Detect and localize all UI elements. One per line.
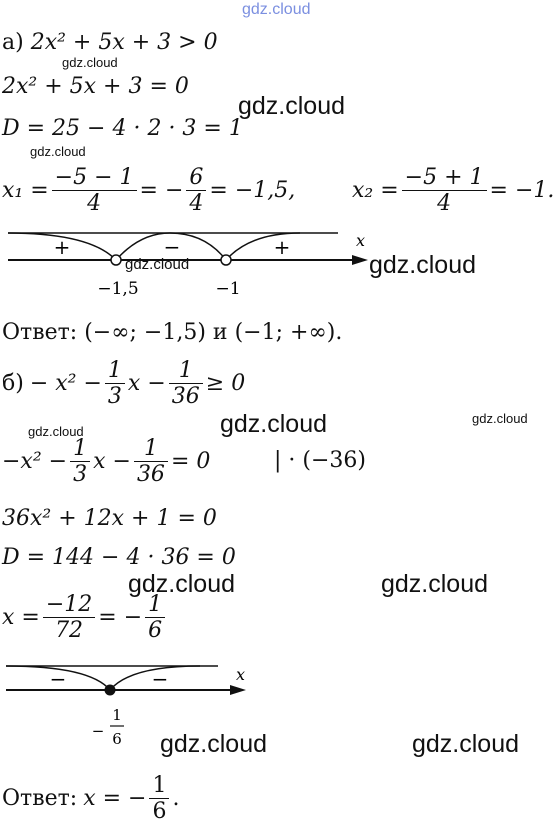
eq-frac-2: 1 36 xyxy=(133,435,168,487)
answer-num: 1 xyxy=(152,772,167,798)
frac1-den: 3 xyxy=(104,382,125,409)
part-b-label: б) xyxy=(2,370,24,396)
answer-lhs: x = − xyxy=(83,785,147,811)
x1-numerator-2: 6 xyxy=(189,164,204,190)
part-a-x2: x₂ = −5 + 1 4 = −1. xyxy=(352,160,554,220)
watermark: gdz.cloud xyxy=(381,570,489,598)
watermark: gdz.cloud xyxy=(472,411,528,426)
x1-result: = −1,5, xyxy=(209,177,296,203)
x1-fraction-2: 6 4 xyxy=(186,164,207,216)
axis-arrow-icon xyxy=(352,255,368,265)
part-b-equation: −x² − 1 3 x − 1 36 = 0 xyxy=(2,428,210,494)
part-b-discriminant: D = 144 − 4 · 36 = 0 xyxy=(2,545,236,570)
eq-mid: x − xyxy=(93,448,131,474)
x1-mid: = − xyxy=(139,177,184,203)
frac2-num: 1 xyxy=(178,357,193,383)
arc-right xyxy=(225,232,301,261)
eq-frac1-num: 1 xyxy=(73,435,88,461)
arc-left xyxy=(7,232,117,261)
sign-2: − xyxy=(152,667,169,691)
ineq-mid: x − xyxy=(127,370,166,396)
top-watermark: gdz.cloud xyxy=(242,1,311,18)
x1-numerator: −5 − 1 xyxy=(54,164,134,190)
point-label-2: −1 xyxy=(215,279,240,299)
part-b-inequality: б) − x² − 1 3 x − 1 36 ≥ 0 xyxy=(2,350,245,416)
watermark: gdz.cloud xyxy=(238,92,346,120)
root-frac-2: 1 6 xyxy=(145,591,166,643)
ineq-frac-2: 1 36 xyxy=(168,357,203,409)
point-num: 1 xyxy=(112,706,122,724)
watermark: gdz.cloud xyxy=(128,570,236,598)
x1-denominator: 4 xyxy=(51,189,137,216)
eq-frac-1: 1 3 xyxy=(70,435,91,487)
arc-left xyxy=(5,665,111,691)
frac1-num: 1 xyxy=(107,357,122,383)
answer-prefix: Ответ: xyxy=(2,785,78,811)
part-b-number-line: − − x − 1 6 xyxy=(5,665,246,748)
point-sign: − xyxy=(92,722,105,740)
root-num-2: 1 xyxy=(148,591,163,617)
part-a-number-line: + − + x −1,5 −1 xyxy=(7,231,368,299)
point-open-1 xyxy=(110,254,122,266)
arc-middle xyxy=(115,232,227,261)
eq-frac2-num: 1 xyxy=(143,435,158,461)
watermark: gdz.cloud xyxy=(62,55,118,70)
root-den: 72 xyxy=(42,616,96,643)
sign-3: + xyxy=(274,235,291,259)
frac2-den: 36 xyxy=(168,382,203,409)
point-filled xyxy=(104,684,116,696)
axis-label: x xyxy=(356,231,365,250)
part-a-inequality: а) 2x² + 5x + 3 > 0 xyxy=(2,30,218,55)
ineq-rhs: ≥ 0 xyxy=(205,370,246,396)
root-mid: = − xyxy=(98,604,143,630)
answer-den: 6 xyxy=(149,797,170,824)
multiply-note: | · (−36) xyxy=(274,448,366,473)
eq-frac2-den: 36 xyxy=(133,460,168,487)
watermark: gdz.cloud xyxy=(412,730,520,758)
part-a-x1: x₁ = −5 − 1 4 = − 6 4 = −1,5, xyxy=(2,160,295,220)
point-label-1: −1,5 xyxy=(97,279,138,299)
watermark: gdz.cloud xyxy=(220,410,328,438)
root-num: −12 xyxy=(45,591,93,617)
part-b-root: x = −12 72 = − 1 6 xyxy=(2,584,168,650)
part-a-label: а) xyxy=(2,30,24,55)
sign-1: − xyxy=(50,667,67,691)
answer-frac: 1 6 xyxy=(149,772,170,824)
x2-denominator: 4 xyxy=(401,189,487,216)
part-a-discriminant: D = 25 − 4 · 2 · 3 = 1 xyxy=(2,116,243,141)
watermark: gdz.cloud xyxy=(369,251,477,279)
root-frac-1: −12 72 xyxy=(42,591,96,643)
answer-dot: . xyxy=(172,785,180,811)
part-a-answer: Ответ: (−∞; −1,5) и (−1; +∞). xyxy=(2,320,343,345)
axis-label: x xyxy=(236,665,245,684)
part-a-inequality-text: 2x² + 5x + 3 > 0 xyxy=(30,30,218,55)
ineq-lhs: − x² − xyxy=(29,370,102,396)
sign-2: − xyxy=(164,235,181,259)
point-den: 6 xyxy=(112,730,122,748)
arc-right xyxy=(109,665,201,691)
watermark: gdz.cloud xyxy=(160,730,268,758)
x2-lhs: x₂ = xyxy=(352,177,399,203)
root-lhs: x = xyxy=(2,604,40,630)
root-den-2: 6 xyxy=(145,616,166,643)
watermark: gdz.cloud xyxy=(125,256,190,273)
watermark: gdz.cloud xyxy=(28,424,84,439)
x2-result: = −1. xyxy=(489,177,555,203)
watermark: gdz.cloud xyxy=(30,144,86,159)
part-b-answer: Ответ: x = − 1 6 . xyxy=(2,768,179,828)
x1-fraction: −5 − 1 4 xyxy=(51,164,137,216)
part-b-equation-2: 36x² + 12x + 1 = 0 xyxy=(2,506,217,531)
x2-fraction: −5 + 1 4 xyxy=(401,164,487,216)
eq-rhs: = 0 xyxy=(170,448,211,474)
axis-arrow-icon xyxy=(230,685,246,695)
x1-lhs: x₁ = xyxy=(2,177,49,203)
point-open-2 xyxy=(220,254,232,266)
eq-lhs: −x² − xyxy=(2,448,68,474)
sign-1: + xyxy=(54,235,71,259)
x1-denominator-2: 4 xyxy=(186,189,207,216)
eq-frac1-den: 3 xyxy=(70,460,91,487)
ineq-frac-1: 1 3 xyxy=(104,357,125,409)
x2-numerator: −5 + 1 xyxy=(404,164,484,190)
part-a-equation: 2x² + 5x + 3 = 0 xyxy=(2,74,189,99)
